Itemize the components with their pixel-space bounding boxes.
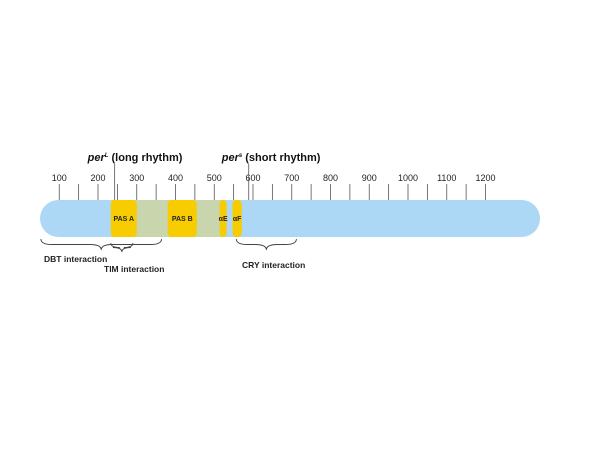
mutation-phenotype: (short rhythm) <box>242 152 321 164</box>
domain-label: αE <box>219 216 228 223</box>
domain-box <box>110 200 137 237</box>
domain-box <box>167 200 197 237</box>
interaction-label: DBT interaction <box>44 254 107 264</box>
tick-label: 1100 <box>437 173 456 183</box>
mutation-gene: per <box>87 152 106 164</box>
mutation-layer: perL (long rhythm)pers (short rhythm) <box>87 152 321 200</box>
tick-label: 100 <box>52 173 67 183</box>
mutation-phenotype: (long rhythm) <box>108 152 182 164</box>
mutation-label: perL (long rhythm) <box>87 152 183 164</box>
tick-label: 1200 <box>475 173 495 183</box>
interaction-label: CRY interaction <box>242 260 305 270</box>
domain-label: αF <box>233 216 242 223</box>
mutation-label: pers (short rhythm) <box>221 152 321 164</box>
tick-label: 600 <box>245 173 260 183</box>
mutation-allele: L <box>105 153 109 159</box>
interaction-label: TIM interaction <box>104 264 164 274</box>
domain-layer: PAS A PAS B αE αF <box>110 200 242 237</box>
domain-label: PAS B <box>172 216 193 223</box>
tick-label: 400 <box>168 173 183 183</box>
axis-layer: 100 200 300 400 500 600 700 800 900 1000 1100 1200 <box>52 173 496 200</box>
tick-label: 1000 <box>398 173 418 183</box>
tick-label: 800 <box>323 173 338 183</box>
interaction-brace <box>110 242 134 253</box>
mutation-allele: s <box>239 153 243 159</box>
mutation-gene: per <box>221 152 240 164</box>
tick-label: 500 <box>207 173 222 183</box>
tick-label: 200 <box>90 173 105 183</box>
interaction-brace <box>235 238 297 251</box>
tick-label: 700 <box>284 173 299 183</box>
domain-box <box>232 200 242 237</box>
domain-label: PAS A <box>113 216 134 223</box>
tick-label: 300 <box>129 173 144 183</box>
tick-label: 900 <box>362 173 377 183</box>
domain-box <box>219 200 227 237</box>
interaction-brace <box>40 238 162 251</box>
